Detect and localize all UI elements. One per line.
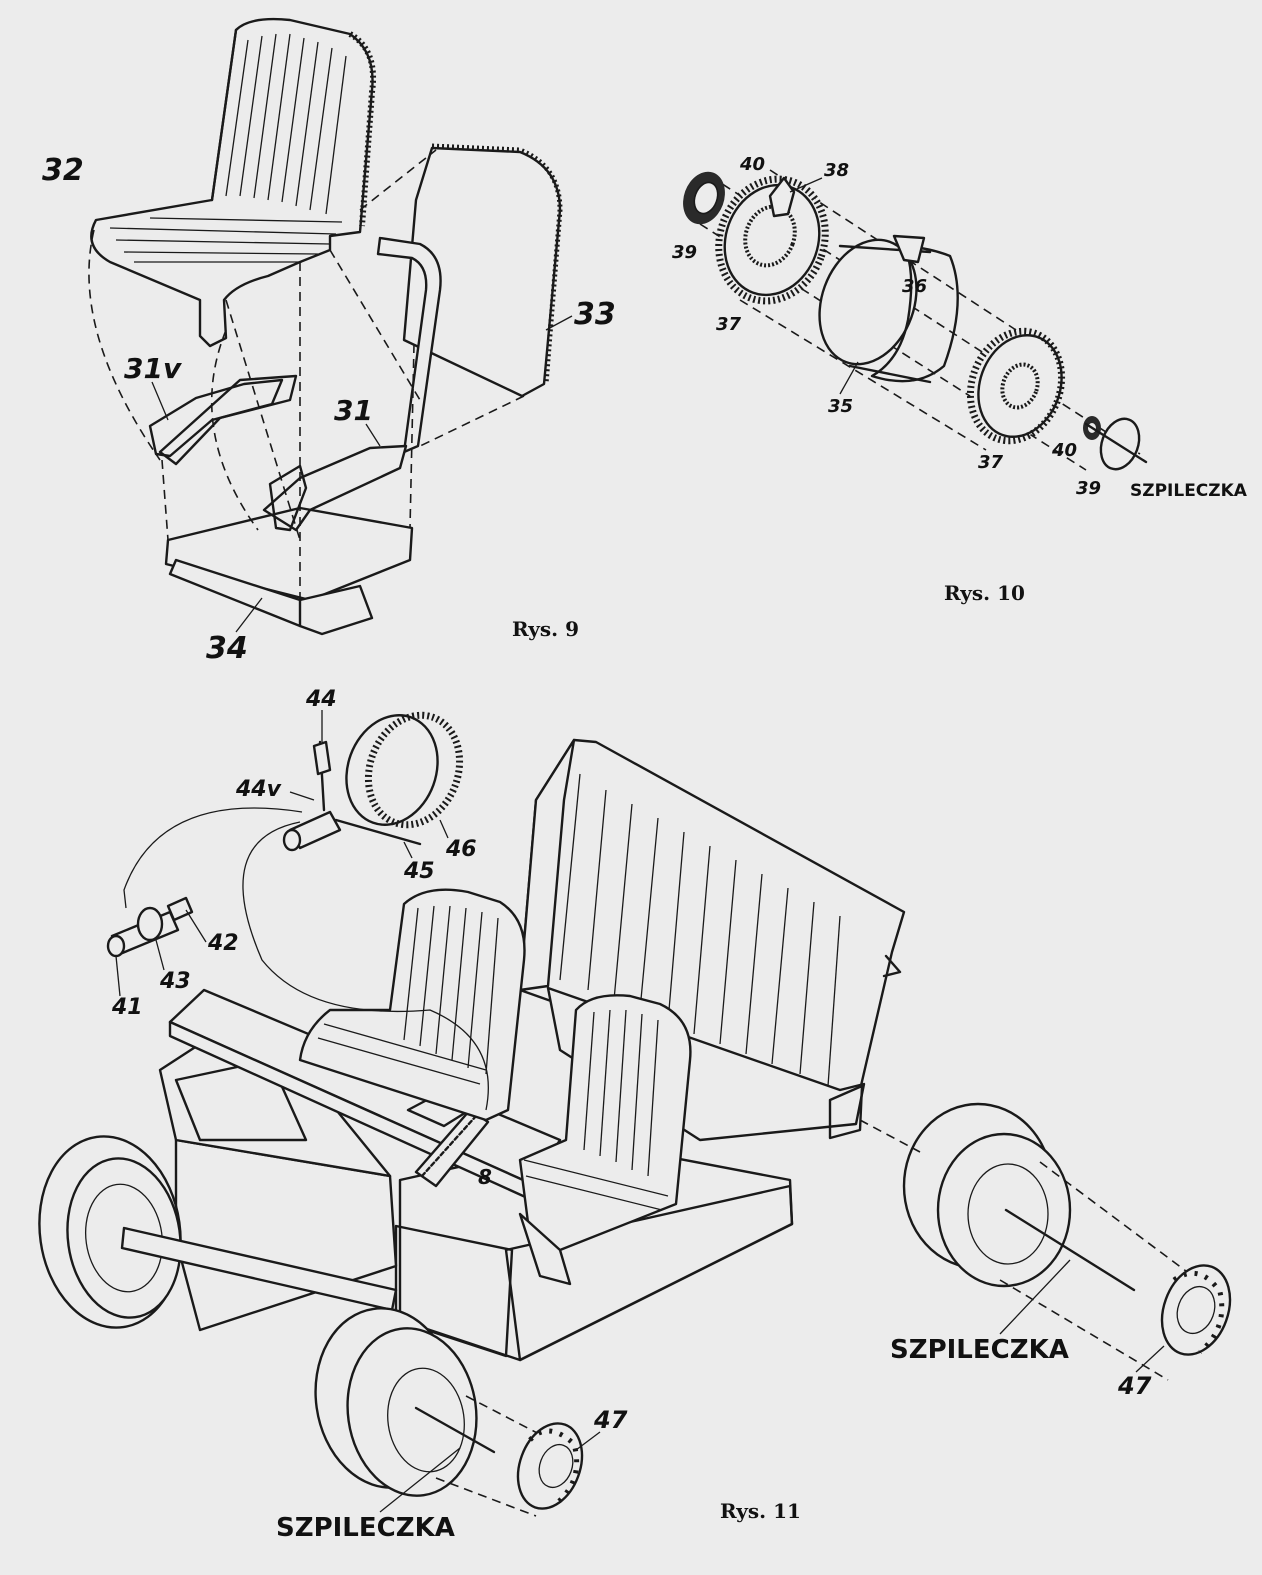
wheel-rear-left [314,1307,567,1517]
label-32: 32 [42,153,84,188]
label-37-rear: 37 [978,452,1004,473]
front-seat-right [518,994,692,1286]
part-33-back-panel [402,143,563,398]
part-39-washer-bottom [1084,417,1148,471]
label-39-top: 39 [672,242,697,263]
wheel-front-left [38,1135,398,1329]
label-8: 8 [478,1165,492,1189]
label-40-top: 40 [739,154,765,175]
label-szpileczka-10: SZPILECZKA [1130,481,1248,501]
part-31-frame [148,236,442,532]
label-37-front: 37 [716,314,742,335]
label-szpileczka-right: SZPILECZKA [890,1335,1069,1365]
steering-parts [106,711,464,958]
figure-11-car: 44 44v 46 45 42 43 41 8 SZPILECZKA 47 47… [38,687,1232,1543]
part-37-gear-rear [966,327,1066,445]
hubcap-47-rear [516,1422,584,1510]
part-37-gear-front [715,175,829,305]
label-47-side: 47 [1117,1372,1152,1400]
label-46: 46 [445,837,477,862]
label-35: 35 [828,396,853,417]
label-31v: 31v [124,352,182,385]
label-44: 44 [305,687,337,712]
wheel-rear-right [859,1102,1215,1381]
label-36: 36 [902,276,927,297]
label-45: 45 [403,859,435,884]
label-40-bottom: 40 [1051,440,1077,461]
part-35-tire-band [818,234,959,384]
label-31: 31 [334,394,373,427]
figure-9-seat: 32 33 31v 31 34 Rys. 9 [42,17,616,666]
assembly-guide-lines [88,149,525,620]
label-szpileczka-bottom: SZPILECZKA [276,1513,455,1543]
figure-10-wheel: 40 38 39 36 37 35 37 40 39 SZPILECZKA Ry… [672,154,1248,605]
label-41: 41 [111,995,143,1020]
part-32-seat-shell [90,17,376,348]
caption-rys-11: Rys. 11 [720,1499,801,1523]
caption-rys-10: Rys. 10 [944,581,1025,605]
hubcap-47-side [1160,1264,1232,1356]
label-43: 43 [159,969,191,994]
front-seat-left [298,888,526,1122]
caption-rys-9: Rys. 9 [512,617,579,641]
label-44v: 44v [235,777,282,802]
label-39-bottom: 39 [1076,478,1101,499]
label-47-rear: 47 [593,1406,628,1434]
label-38: 38 [824,160,849,181]
label-33: 33 [574,297,616,332]
label-42: 42 [207,931,239,956]
part-39-washer-top [683,171,725,225]
label-34: 34 [206,631,248,666]
